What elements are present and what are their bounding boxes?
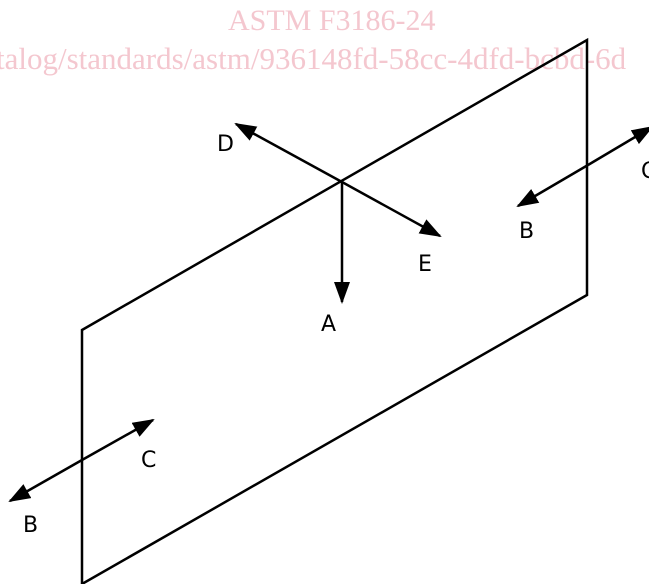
label-d: D <box>217 132 234 157</box>
label-c-left: C <box>141 448 156 473</box>
arrow-e <box>341 180 442 238</box>
arrow-c-left <box>81 418 155 462</box>
arrow-b-left <box>8 458 83 503</box>
arrow-d <box>234 122 343 184</box>
arrow-c-right <box>587 125 649 167</box>
plane-outline <box>80 37 589 584</box>
label-a: A <box>321 312 336 337</box>
label-b-right: B <box>519 219 534 244</box>
label-c-right: C <box>641 159 649 184</box>
label-b-left: B <box>23 513 38 538</box>
label-e: E <box>418 252 432 277</box>
arrow-b-right <box>516 163 589 208</box>
